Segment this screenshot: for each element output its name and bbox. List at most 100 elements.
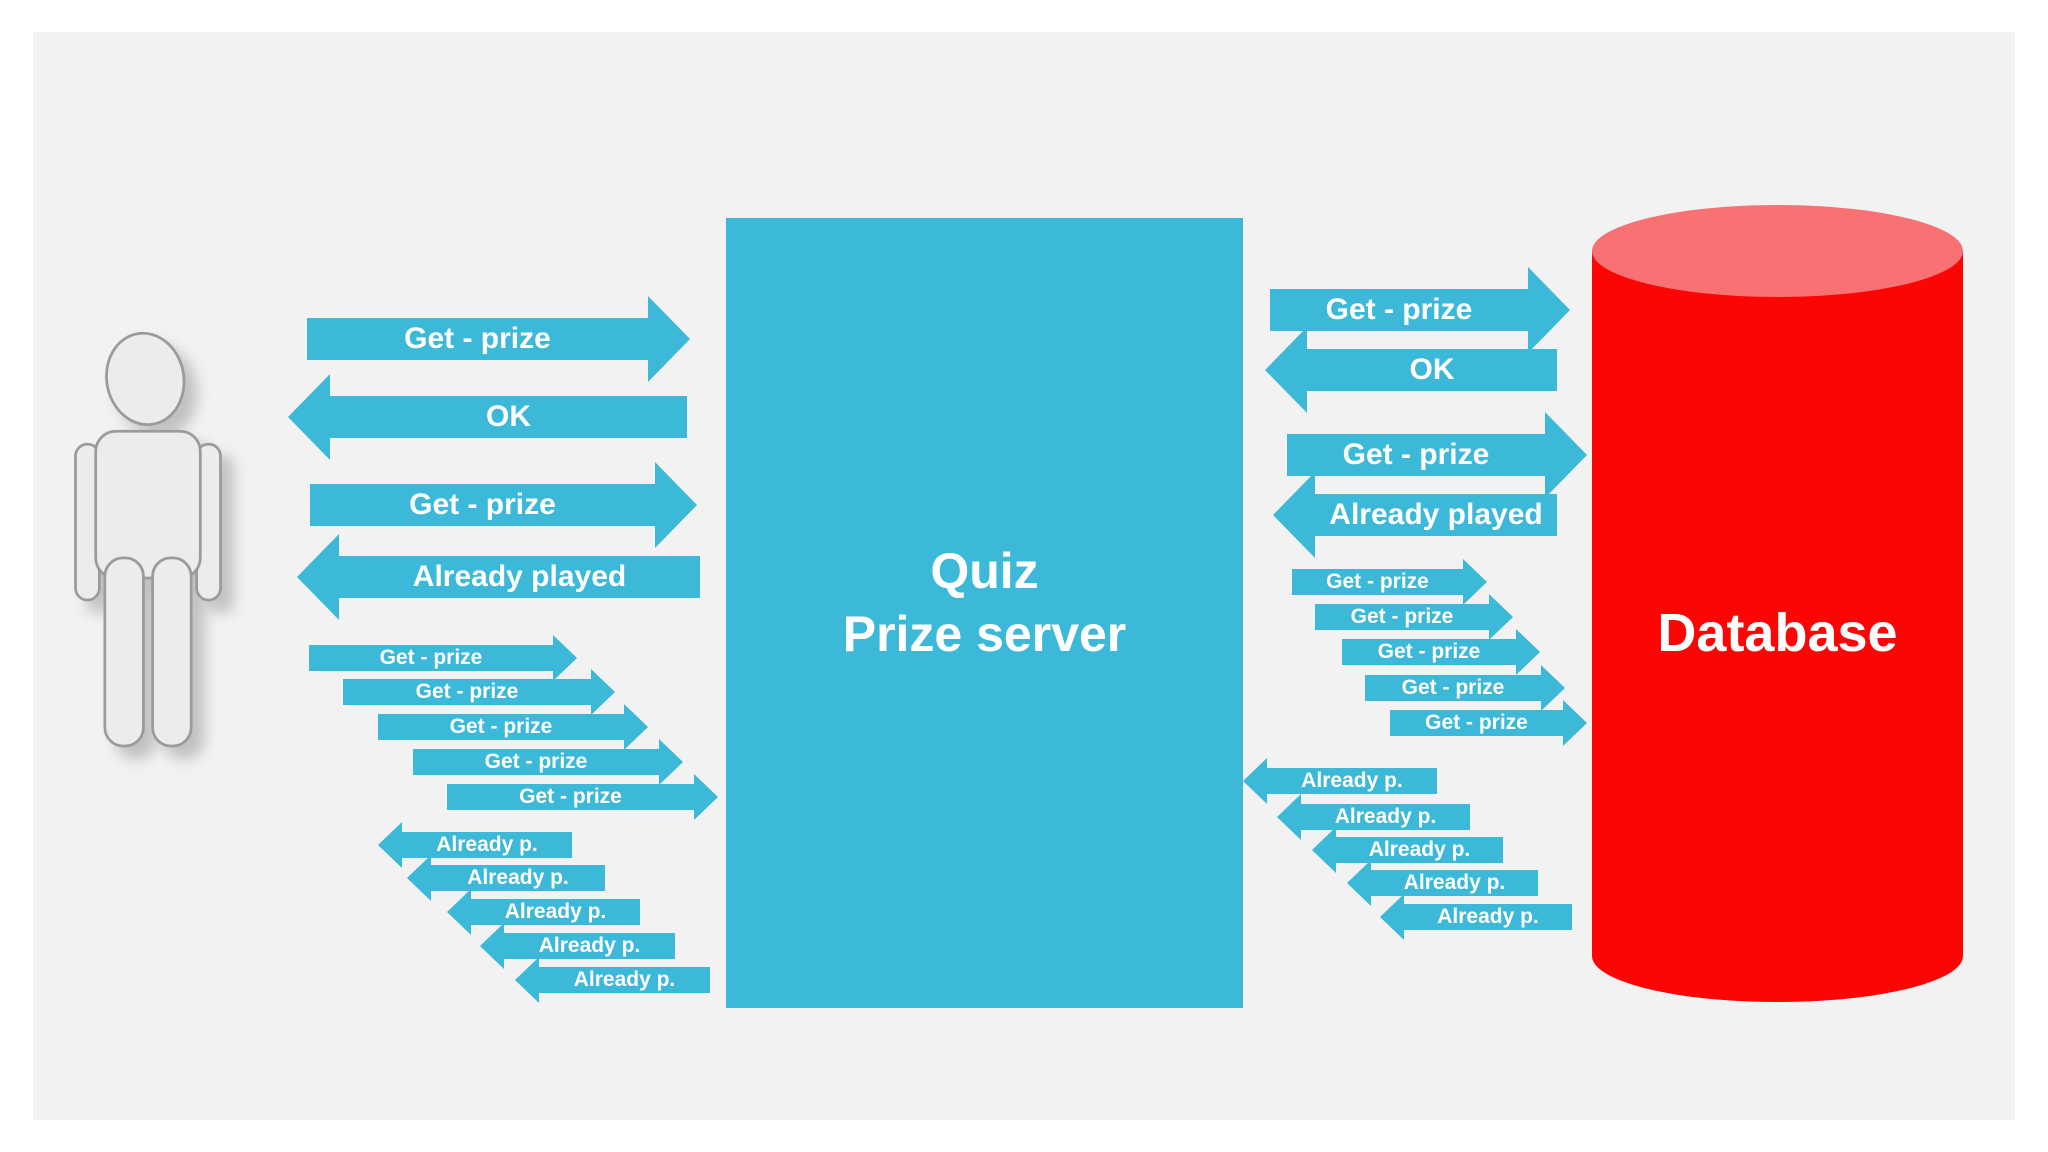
arrow-server-db-burst-4: Get - prize [1365, 665, 1565, 711]
arrow-label: Get - prize [484, 750, 588, 773]
arrowhead-left-icon [1380, 894, 1404, 940]
arrow-user-server-burst-3: Get - prize [378, 704, 648, 750]
database-cylinder-body [1592, 251, 1963, 1002]
database-cylinder-icon [1592, 205, 1963, 1002]
arrow-body: Already p. [504, 933, 675, 959]
server-title-line2: Prize server [842, 606, 1127, 662]
arrow-server-user-already-4: Already p. [480, 923, 675, 969]
arrowhead-left-icon [1312, 827, 1336, 873]
arrow-body: Already p. [1404, 904, 1572, 930]
person-torso [94, 429, 202, 580]
arrow-label: Already p. [1437, 905, 1539, 928]
arrowhead-right-icon [1563, 700, 1587, 746]
arrowhead-left-icon [1265, 327, 1307, 413]
arrow-server-user-ok: OK [288, 374, 687, 460]
arrowhead-right-icon [1463, 559, 1487, 605]
arrow-server-user-already-2: Already p. [407, 855, 605, 901]
server-title-line1: Quiz [930, 543, 1039, 599]
arrow-label: Get - prize [379, 646, 483, 669]
arrow-label: Already p. [538, 934, 641, 957]
arrowhead-left-icon [297, 534, 339, 620]
arrow-server-user-already-played: Already played [297, 534, 700, 620]
arrow-body: Get - prize [1270, 289, 1528, 331]
arrowhead-left-icon [378, 822, 402, 868]
arrow-label: Already p. [1301, 769, 1403, 792]
arrow-label: Already p. [1368, 838, 1471, 861]
arrow-user-server-burst-4: Get - prize [413, 739, 683, 785]
arrow-db-server-already-5: Already p. [1380, 894, 1572, 940]
arrow-server-db-burst-1: Get - prize [1292, 559, 1487, 605]
arrow-label: Get - prize [409, 488, 556, 521]
arrow-user-server-burst-5: Get - prize [447, 774, 718, 820]
arrow-body: Already p. [1301, 804, 1470, 830]
arrow-user-server-burst-1: Get - prize [309, 635, 577, 681]
arrow-label: Get - prize [1425, 711, 1528, 734]
arrow-label: Get - prize [519, 785, 622, 808]
arrow-label: Get - prize [404, 322, 551, 355]
arrow-server-db-get-prize-2: Get - prize [1287, 412, 1587, 498]
arrow-db-server-already-2: Already p. [1277, 794, 1470, 840]
arrow-body: Get - prize [310, 484, 655, 526]
arrow-label: Already p. [467, 866, 569, 889]
arrowhead-left-icon [407, 855, 431, 901]
arrow-body: Get - prize [309, 645, 553, 671]
arrow-body: Get - prize [413, 749, 659, 775]
database-label: Database [1657, 603, 1898, 663]
arrowhead-right-icon [648, 296, 690, 382]
arrow-label: Get - prize [1401, 676, 1505, 699]
quiz-prize-server-box: Quiz Prize server [726, 218, 1243, 1008]
arrow-body: Already p. [431, 865, 605, 891]
person-left-leg [103, 556, 145, 748]
arrow-db-server-already-3: Already p. [1312, 827, 1503, 873]
arrow-label: Already p. [1403, 871, 1506, 894]
arrow-body: Get - prize [1287, 434, 1545, 476]
arrow-body: Get - prize [1315, 604, 1489, 630]
arrow-body: Get - prize [1342, 639, 1516, 665]
arrow-body: Get - prize [1365, 675, 1541, 701]
arrow-body: Already played [1315, 494, 1557, 536]
arrow-body: Get - prize [447, 784, 694, 810]
arrowhead-right-icon [1489, 594, 1513, 640]
arrowhead-right-icon [624, 704, 648, 750]
arrowhead-right-icon [655, 462, 697, 548]
person-icon [74, 331, 222, 748]
arrow-body: Get - prize [1292, 569, 1463, 595]
arrow-label: Already p. [1334, 805, 1437, 828]
arrowhead-right-icon [591, 669, 615, 715]
database-cylinder-top [1592, 205, 1963, 297]
arrow-user-server-get-prize-1: Get - prize [307, 296, 690, 382]
arrow-label: OK [486, 400, 531, 433]
server-title: Quiz Prize server [843, 540, 1127, 666]
arrowhead-left-icon [1277, 794, 1301, 840]
arrow-db-server-ok: OK [1265, 327, 1557, 413]
arrowhead-left-icon [288, 374, 330, 460]
arrow-label: OK [1409, 353, 1455, 386]
arrow-body: Get - prize [343, 679, 591, 705]
arrow-server-user-already-5: Already p. [515, 957, 710, 1003]
arrowhead-left-icon [447, 889, 471, 935]
arrowhead-left-icon [515, 957, 539, 1003]
arrow-body: Get - prize [378, 714, 624, 740]
arrow-label: Get - prize [449, 715, 553, 738]
arrow-body: Already p. [539, 967, 710, 993]
arrow-label: Already p. [436, 833, 538, 856]
arrow-label: Get - prize [1326, 570, 1429, 593]
arrowhead-right-icon [1528, 267, 1570, 353]
arrow-label: Get - prize [415, 680, 519, 703]
arrow-body: Already p. [1267, 768, 1437, 794]
person-head [105, 331, 186, 426]
arrow-user-server-burst-2: Get - prize [343, 669, 615, 715]
arrow-body: Already p. [471, 899, 640, 925]
arrowhead-right-icon [694, 774, 718, 820]
arrow-server-db-get-prize-1: Get - prize [1270, 267, 1570, 353]
arrow-body: Already p. [402, 832, 572, 858]
arrowhead-left-icon [1273, 472, 1315, 558]
arrow-body: Already p. [1336, 837, 1503, 863]
person-right-leg [151, 556, 193, 748]
arrow-label: Already played [1329, 498, 1543, 531]
arrow-body: OK [1307, 349, 1557, 391]
arrow-db-server-already-played: Already played [1273, 472, 1557, 558]
arrow-body: Get - prize [307, 318, 648, 360]
arrow-label: Already p. [573, 968, 676, 991]
arrow-label: Get - prize [1377, 640, 1481, 663]
